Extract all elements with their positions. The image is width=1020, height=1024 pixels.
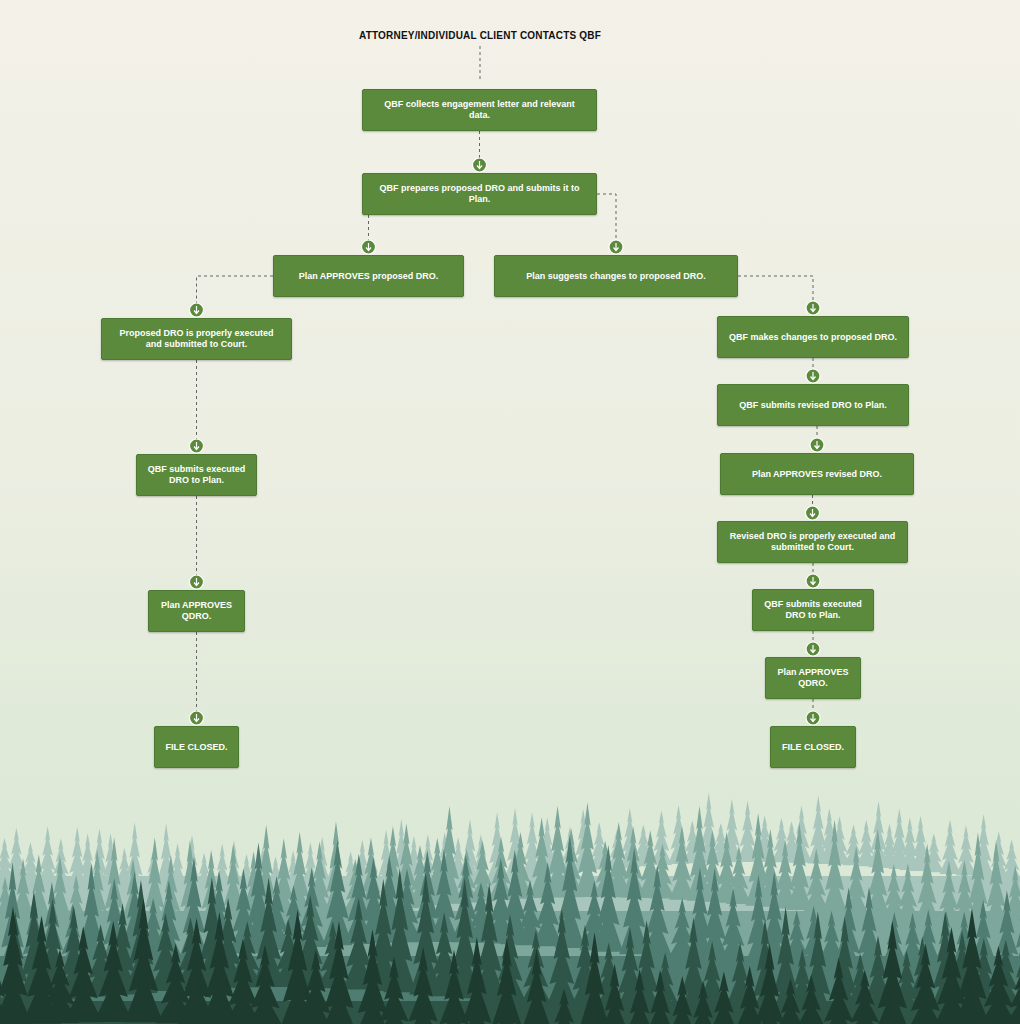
box-label: QBF submits executed DRO to Plan. — [763, 599, 863, 621]
flow-connector — [806, 563, 820, 588]
process-box: QBF submits revised DRO to Plan. — [717, 384, 909, 426]
process-box: QBF submits executed DRO to Plan. — [136, 454, 257, 496]
process-box: QBF makes changes to proposed DRO. — [717, 316, 909, 358]
flow-connector — [806, 358, 820, 383]
box-label: QBF submits executed DRO to Plan. — [147, 464, 246, 486]
process-box: Plan suggests changes to proposed DRO. — [494, 255, 738, 297]
flow-connector — [810, 426, 824, 452]
flow-connector — [806, 631, 820, 656]
process-box: Revised DRO is properly executed and sub… — [717, 521, 908, 563]
box-label: Plan APPROVES QDRO. — [776, 667, 850, 689]
box-label: FILE CLOSED. — [782, 742, 844, 753]
diagram-title: ATTORNEY/INDIVIDUAL CLIENT CONTACTS QBF — [260, 30, 700, 41]
process-box: QBF collects engagement letter and relev… — [362, 89, 597, 131]
flow-connector — [362, 215, 376, 254]
flow-connector — [190, 360, 204, 453]
process-box: Proposed DRO is properly executed and su… — [101, 318, 292, 360]
tree-layer — [0, 898, 1020, 1024]
flow-connector — [597, 194, 623, 254]
box-label: QBF prepares proposed DRO and submits it… — [373, 183, 586, 205]
flow-connector — [473, 131, 487, 172]
box-label: QBF collects engagement letter and relev… — [373, 99, 586, 121]
box-label: Revised DRO is properly executed and sub… — [728, 531, 897, 553]
title-leader — [480, 46, 481, 81]
flow-connector — [738, 276, 820, 315]
process-box: QBF prepares proposed DRO and submits it… — [362, 173, 597, 215]
box-label: QBF submits revised DRO to Plan. — [739, 400, 887, 411]
process-box: Plan APPROVES QDRO. — [765, 657, 861, 699]
box-label: FILE CLOSED. — [165, 742, 227, 753]
box-label: Plan suggests changes to proposed DRO. — [526, 271, 706, 282]
flow-connector — [806, 699, 820, 725]
flow-connector — [806, 495, 820, 520]
flow-connector — [190, 496, 204, 589]
box-label: Proposed DRO is properly executed and su… — [112, 328, 281, 350]
box-label: Plan APPROVES proposed DRO. — [299, 271, 439, 282]
flow-connector — [190, 632, 204, 725]
process-box: FILE CLOSED. — [154, 726, 239, 768]
box-label: Plan APPROVES QDRO. — [159, 600, 234, 622]
process-box: QBF submits executed DRO to Plan. — [752, 589, 874, 631]
box-label: QBF makes changes to proposed DRO. — [729, 332, 897, 343]
flow-connector — [190, 276, 274, 317]
process-box: Plan APPROVES QDRO. — [148, 590, 245, 632]
box-label: Plan APPROVES revised DRO. — [752, 469, 882, 480]
process-box: Plan APPROVES proposed DRO. — [273, 255, 464, 297]
process-box: FILE CLOSED. — [770, 726, 856, 768]
process-box: Plan APPROVES revised DRO. — [720, 453, 914, 495]
